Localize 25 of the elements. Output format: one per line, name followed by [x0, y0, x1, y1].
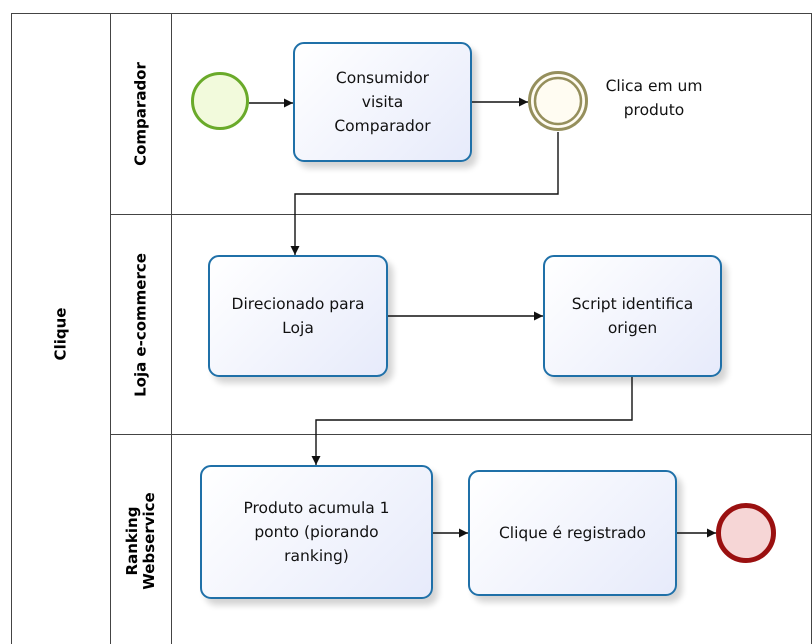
pool-label: Clique	[52, 308, 70, 360]
lane-label: Ranking Webservice	[124, 491, 158, 591]
sequence-arrow	[677, 528, 716, 538]
lane-label: Loja e-commerce	[132, 253, 150, 397]
sequence-arrow	[312, 377, 633, 465]
task-box	[468, 470, 677, 596]
task-label: Consumidor visita Comparador	[333, 68, 432, 137]
swimlane	[110, 434, 812, 644]
task-box	[200, 465, 433, 599]
task-box	[208, 255, 388, 377]
task-label: Direcionado para Loja	[230, 294, 366, 339]
task-label: Script identifica origen	[570, 294, 694, 339]
sequence-arrow	[249, 98, 293, 108]
task-label: Produto acumula 1 ponto (piorando ranking)	[242, 498, 391, 567]
swimlane	[110, 214, 812, 434]
event-label: Clica em um produto	[604, 76, 704, 122]
pool	[11, 13, 812, 644]
task-box	[293, 42, 472, 162]
task-label: Clique é registrado	[498, 522, 646, 544]
sequence-arrow	[388, 312, 543, 320]
task-box	[543, 255, 722, 377]
sequence-arrow	[290, 132, 559, 255]
lane-label: Comparador	[132, 62, 150, 166]
sequence-arrow	[433, 528, 468, 538]
sequence-arrow	[472, 98, 528, 106]
